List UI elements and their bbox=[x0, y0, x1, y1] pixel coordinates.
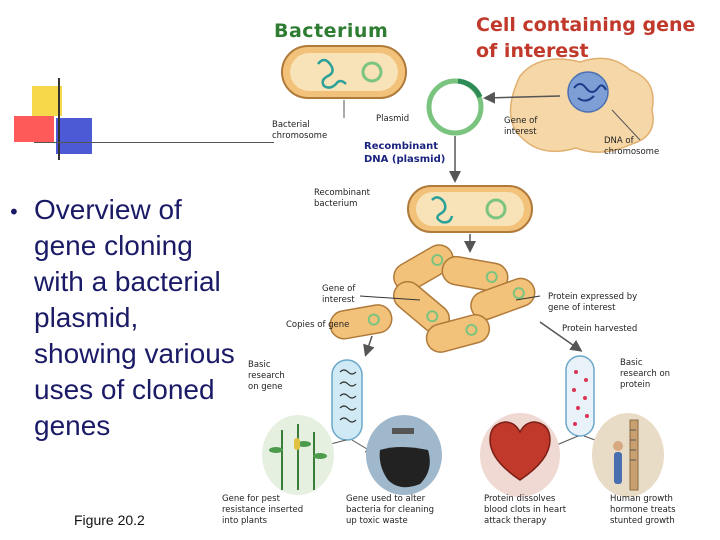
bacterium-top bbox=[281, 45, 407, 99]
figure-caption: Figure 20.2 bbox=[74, 512, 145, 528]
bacterium-title: Bacterium bbox=[274, 20, 389, 42]
label-protein-expressed: Protein expressed by gene of interest bbox=[548, 292, 638, 313]
label-gene-of-interest-mid: Gene of interest bbox=[322, 284, 356, 305]
deco-red-square bbox=[14, 116, 54, 142]
label-plasmid: Plasmid bbox=[376, 114, 410, 124]
heart-illustration bbox=[480, 413, 560, 497]
deco-yellow-square bbox=[32, 86, 62, 116]
growth-illustration bbox=[592, 413, 664, 497]
label-protein-harvested: Protein harvested bbox=[562, 324, 638, 334]
label-bacterial-chromosome: Bacterial chromosome bbox=[272, 120, 328, 141]
tube-copies-of-gene bbox=[331, 359, 363, 441]
use-caption-plants: Gene for pest resistance inserted into p… bbox=[222, 494, 304, 526]
use-caption-heart: Protein dissolves blood clots in heart a… bbox=[484, 494, 567, 526]
bullet-marker: • bbox=[8, 200, 20, 224]
label-gene-of-interest-top: Gene of interest bbox=[504, 116, 538, 137]
deco-vertical-line bbox=[58, 78, 60, 160]
label-basic-research-protein: Basic research on protein bbox=[620, 358, 671, 390]
label-dna-of-chromosome: DNA of chromosome bbox=[604, 136, 660, 157]
tube-protein-harvested bbox=[565, 355, 595, 437]
recombinant-bacterium bbox=[407, 185, 533, 233]
label-recombinant-dna: Recombinant DNA (plasmid) bbox=[364, 141, 446, 165]
label-recombinant-bacterium: Recombinant bacterium bbox=[314, 188, 370, 209]
cell-title: Cell containing gene of interest bbox=[476, 14, 696, 62]
toxic-waste-illustration bbox=[366, 415, 442, 495]
use-caption-toxic-waste: Gene used to alter bacteria for cleaning… bbox=[346, 494, 435, 526]
deco-horizontal-line bbox=[34, 142, 274, 143]
label-copies-of-gene: Copies of gene bbox=[286, 320, 350, 330]
deco-blue-square bbox=[56, 118, 92, 154]
eukaryotic-cell bbox=[509, 57, 654, 153]
bacteria-cluster bbox=[329, 244, 536, 353]
use-caption-growth: Human growth hormone treats stunted grow… bbox=[610, 494, 676, 526]
label-basic-research-gene: Basic research on gene bbox=[248, 360, 285, 392]
plants-illustration bbox=[262, 415, 334, 495]
plasmid-ring bbox=[426, 78, 484, 136]
bullet-text: Overview of gene cloning with a bacteria… bbox=[34, 194, 235, 441]
